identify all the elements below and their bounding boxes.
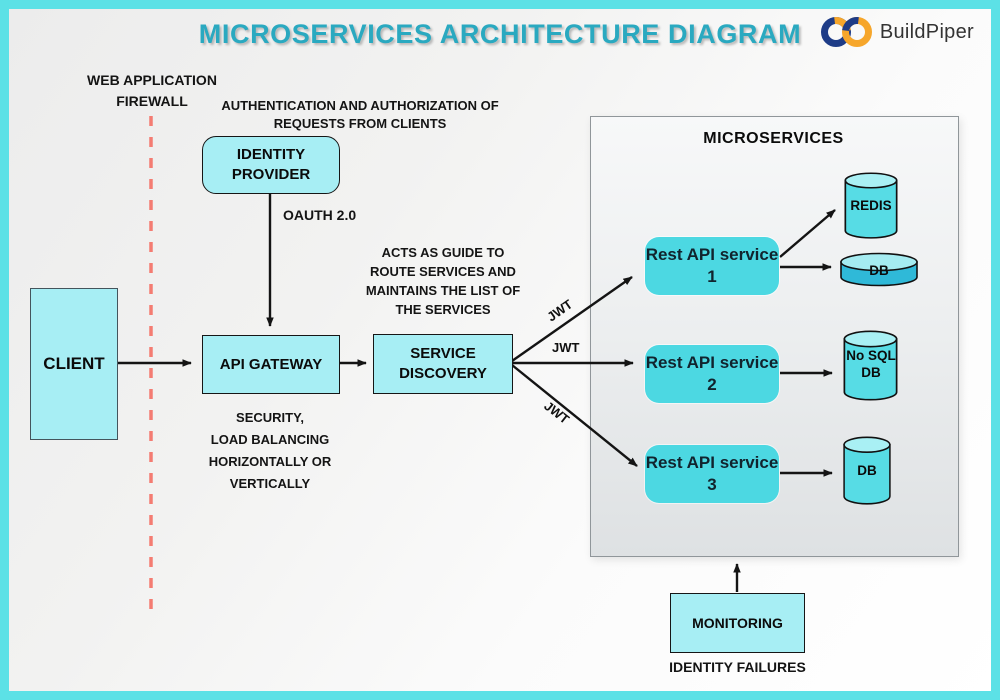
identity-provider-label: IDENTITY PROVIDER	[231, 146, 311, 183]
api-gateway-label: API GATEWAY	[219, 356, 323, 373]
service-discovery-label: SERVICE DISCOVERY	[399, 345, 487, 382]
oauth-label: OAUTH 2.0	[283, 207, 357, 223]
brand-logo: BuildPiper	[820, 17, 974, 47]
jwt-label-1: JWT	[544, 296, 576, 325]
redis-database-label: REDIS	[850, 198, 892, 213]
jwt-label-3: JWT	[541, 398, 573, 427]
rest-api-service-1-node: Rest API service 1	[645, 237, 779, 295]
rest-api-service-2-node: Rest API service 2	[645, 345, 779, 403]
service-discovery-node: SERVICE DISCOVERY	[373, 334, 513, 394]
rest-api-service-3-number: 3	[707, 475, 717, 494]
api-gateway-note: SECURITY, LOAD BALANCING HORIZONTALLY OR…	[208, 410, 332, 491]
buildpiper-infinity-icon	[820, 17, 872, 47]
page-title: MICROSERVICES ARCHITECTURE DIAGRAM	[198, 19, 802, 49]
rest-api-service-2-number: 2	[707, 375, 717, 394]
db-disk-icon	[839, 252, 919, 288]
api-gateway-node: API GATEWAY	[202, 335, 340, 394]
db-disk-label: DB	[869, 263, 889, 278]
db-database-label: DB	[857, 463, 877, 478]
rest-api-service-3-label: Rest API service	[645, 453, 779, 472]
monitoring-label: MONITORING	[692, 615, 783, 631]
jwt-label-2: JWT	[552, 340, 580, 355]
monitoring-node: MONITORING	[670, 593, 805, 653]
rest-api-service-1-number: 1	[707, 267, 717, 286]
redis-database-icon	[843, 172, 899, 240]
service-discovery-note: ACTS AS GUIDE TO ROUTE SERVICES AND MAIN…	[365, 245, 521, 317]
db-database-icon	[842, 436, 892, 506]
nosql-database-label: No SQL DB	[846, 348, 896, 380]
waf-label: WEB APPLICATION FIREWALL	[87, 72, 217, 109]
nosql-database-icon	[842, 330, 899, 402]
identity-failures-label: IDENTITY FAILURES	[669, 659, 806, 675]
client-label: CLIENT	[43, 354, 105, 373]
microservices-panel-title: MICROSERVICES	[703, 130, 844, 147]
client-node: CLIENT	[30, 288, 118, 440]
identity-provider-node: IDENTITY PROVIDER	[202, 136, 340, 194]
rest-api-service-3-node: Rest API service 3	[645, 445, 779, 503]
auth-note: AUTHENTICATION AND AUTHORIZATION OF REQU…	[221, 98, 499, 131]
rest-api-service-2-label: Rest API service	[645, 353, 779, 372]
rest-api-service-1-label: Rest API service	[645, 245, 779, 264]
brand-name: BuildPiper	[879, 20, 974, 43]
